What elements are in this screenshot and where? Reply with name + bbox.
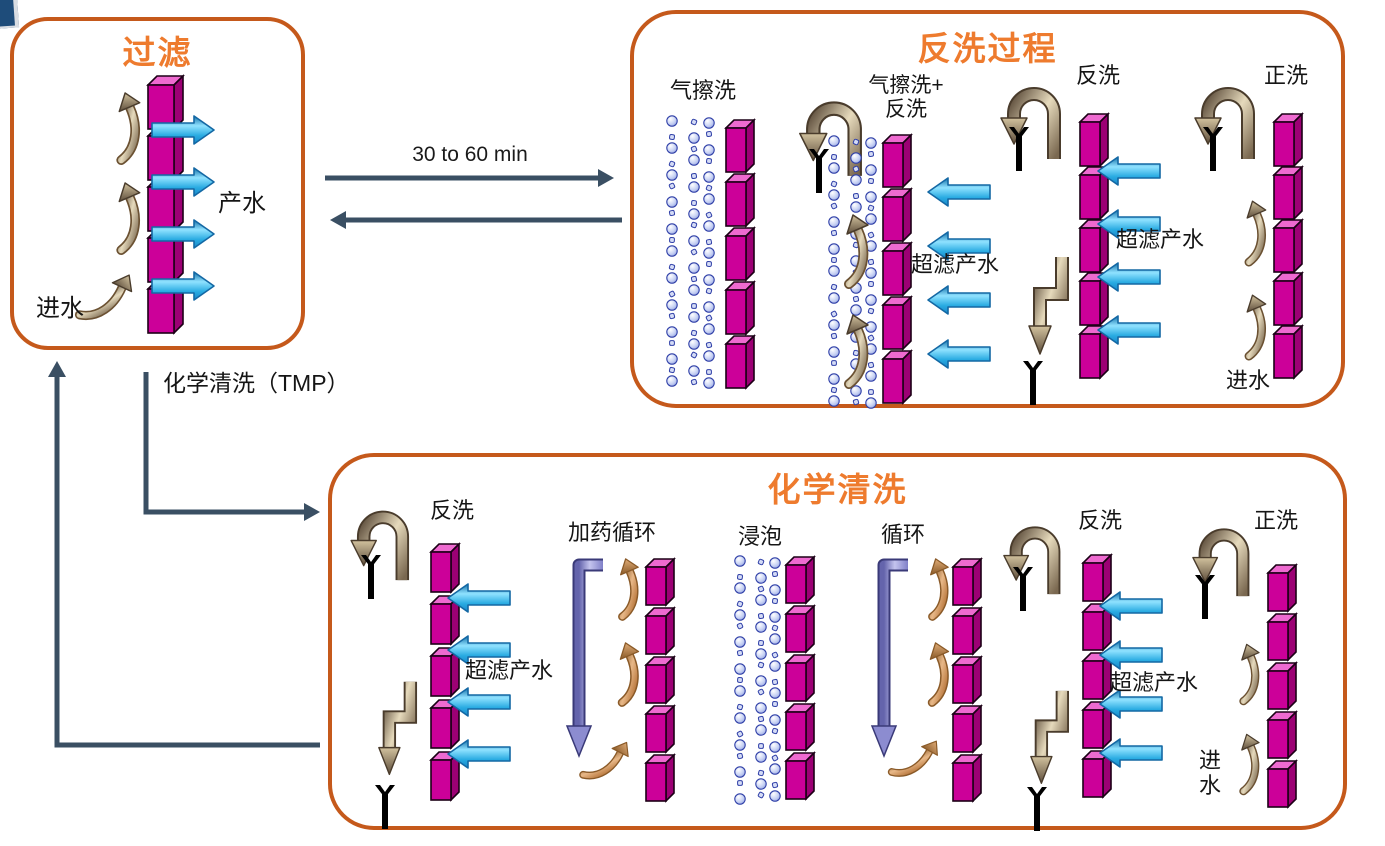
dosing-pipe-arrow — [559, 556, 605, 761]
chemical-cleaning-box: 化学清洗 — [328, 453, 1347, 830]
circulation-rise-arrow — [614, 642, 644, 707]
valve-icon — [1202, 126, 1224, 172]
soak-label: 浸泡 — [738, 524, 783, 549]
feed-rise-arrow — [1241, 290, 1271, 364]
drain-step-down-arrow — [1028, 688, 1070, 788]
valve-icon — [360, 554, 382, 600]
air-rise-arrow — [840, 310, 874, 392]
uf-product-water-label: 超滤产水 — [465, 658, 554, 683]
feed-rise-arrow — [1241, 196, 1271, 270]
chem-backwash-membrane-column — [429, 542, 461, 802]
valve-icon — [808, 148, 830, 194]
air-scrub-backwash-membrane-column — [881, 133, 913, 405]
circulation-rise-arrow — [573, 730, 642, 796]
uf-product-water-label: 超滤产水 — [1110, 670, 1199, 695]
feed-water-label: 进水 — [1226, 368, 1271, 393]
chem-forward-flush-membrane-column — [1266, 563, 1298, 809]
valve-icon — [1026, 786, 1048, 832]
cycle-label: 循环 — [881, 522, 926, 547]
circulation-rise-arrow — [614, 558, 644, 621]
valve-icon — [1008, 126, 1030, 172]
filtration-title: 过滤 — [122, 34, 193, 71]
drain-step-down-arrow — [1026, 254, 1070, 359]
filtration-feed-flow-arrow — [110, 92, 148, 165]
chem-backwash-label: 反洗 — [430, 498, 475, 523]
valve-icon — [1022, 360, 1044, 406]
air-scrub-label: 气擦洗 — [670, 78, 737, 103]
cycle-pipe-arrow — [864, 556, 910, 761]
product-water-label: 产水 — [218, 190, 266, 217]
drain-uturn-arrow — [1192, 518, 1256, 598]
drain-uturn-arrow — [798, 90, 870, 178]
cycle-membrane-column — [951, 557, 983, 803]
feed-water-vertical-label: 进 水 — [1196, 748, 1224, 799]
forward-flush-membrane-column — [1272, 112, 1304, 380]
chem-backwash2-label: 反洗 — [1078, 508, 1123, 533]
dosing-membrane-column — [644, 557, 676, 803]
air-scrub-backwash-label: 气擦洗+ 反洗 — [850, 74, 962, 122]
backwash-product-arrows — [1096, 155, 1162, 346]
chemical-cleaning-title: 化学清洗 — [767, 471, 908, 508]
drain-step-down-arrow — [376, 678, 418, 780]
valve-icon — [374, 784, 396, 830]
feed-rise-arrow — [1236, 638, 1264, 710]
air-scrub-bubbles — [666, 115, 716, 392]
backwash-process-title: 反洗过程 — [917, 30, 1058, 67]
cycle-duration-label: 30 to 60 min — [412, 143, 528, 166]
circulation-rise-arrow — [924, 642, 954, 707]
slide-logo-sliver — [0, 0, 20, 29]
air-scrub-backwash-label-line2: 反洗 — [885, 98, 927, 122]
valve-icon — [1194, 574, 1216, 620]
filtration-feed-inlet-arrow — [69, 263, 145, 337]
feed-water-label-line1: 进 — [1198, 748, 1221, 773]
feed-water-label-line2: 水 — [1198, 773, 1221, 799]
air-rise-arrow — [840, 210, 874, 292]
backwash-product-arrows — [926, 176, 992, 370]
dosing-cycle-label: 加药循环 — [568, 520, 657, 545]
soak-membrane-column — [784, 555, 816, 801]
chem-forward-flush-label: 正洗 — [1254, 508, 1299, 533]
drain-uturn-arrow — [350, 500, 416, 582]
forward-flush-label: 正洗 — [1264, 63, 1309, 88]
uf-product-water-label: 超滤产水 — [911, 252, 1000, 277]
circulation-rise-arrow — [924, 558, 954, 621]
air-scrub-backwash-label-line1: 气擦洗+ — [868, 74, 944, 97]
circulation-rise-arrow — [881, 727, 951, 794]
backwash-product-arrows — [1098, 590, 1164, 769]
feed-rise-arrow — [1236, 728, 1264, 800]
filtration-feed-flow-arrow — [110, 182, 148, 255]
uf-product-water-label: 超滤产水 — [1116, 227, 1205, 252]
chemical-clean-tmp-label: 化学清洗（TMP） — [163, 370, 350, 396]
backwash-label: 反洗 — [1076, 63, 1121, 88]
filtration-membrane-column — [146, 74, 185, 335]
air-scrub-membrane-column — [724, 118, 756, 390]
backwash-product-arrows — [446, 582, 512, 770]
feed-water-label: 进水 — [36, 295, 84, 322]
soak-bubbles — [734, 555, 782, 810]
valve-icon — [1012, 566, 1034, 612]
filtration-product-arrows — [150, 114, 216, 302]
